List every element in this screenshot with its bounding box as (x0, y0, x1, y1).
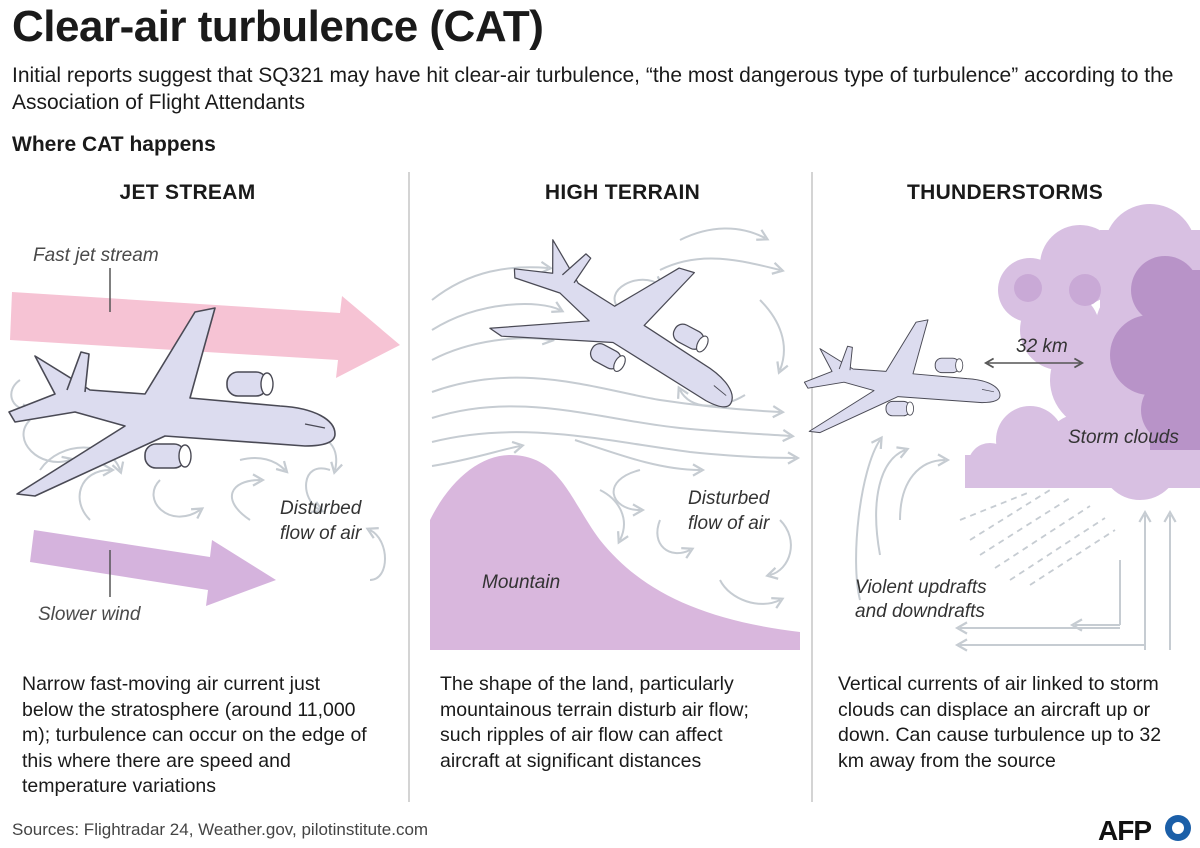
afp-logo: AFP (1098, 815, 1191, 844)
jet-stream-scene: Fast jet stream Disturbed flow of air Sl… (8, 245, 400, 625)
label-flow-of-air: flow of air (688, 513, 770, 534)
disturbed-flow-lines (10, 379, 386, 581)
section-heading: Where CAT happens (12, 133, 216, 156)
sources-credit: Sources: Flightradar 24, Weather.gov, pi… (12, 820, 429, 839)
subtitle: Initial reports suggest that SQ321 may h… (12, 64, 1174, 114)
panel-description-high-terrain: The shape of the land, particularly moun… (440, 673, 749, 772)
rain-streaks (959, 489, 1116, 586)
page-title: Clear-air turbulence (CAT) (12, 2, 544, 51)
panel-title-thunderstorms: THUNDERSTORMS (906, 181, 1104, 204)
slower-wind-arrow (30, 530, 276, 606)
label-fast-jet-stream: Fast jet stream (33, 245, 159, 266)
afp-logo-text: AFP (1098, 815, 1151, 844)
updraft-arrows (855, 435, 1177, 652)
label-disturbed: Disturbed (280, 498, 363, 519)
label-mountain: Mountain (482, 572, 560, 593)
label-violent-updrafts: Violent updrafts (855, 577, 987, 598)
mountain-shape (430, 455, 800, 650)
high-terrain-scene: Mountain Disturbed flow of air (430, 196, 801, 650)
label-disturbed: Disturbed (688, 488, 771, 509)
panel-divider (811, 172, 813, 802)
label-slower-wind: Slower wind (38, 604, 142, 625)
panel-description-thunderstorms: Vertical currents of air linked to storm… (838, 673, 1162, 772)
label-storm-clouds: Storm clouds (1068, 427, 1179, 448)
label-and-downdrafts: and downdrafts (855, 601, 985, 622)
panel-title-jet-stream: JET STREAM (119, 181, 256, 204)
label-flow-of-air: flow of air (280, 523, 362, 544)
panel-divider (408, 172, 410, 802)
thunderstorms-scene: 32 km Storm clouds Violent updrafts and … (803, 204, 1200, 652)
panel-title-high-terrain: HIGH TERRAIN (544, 181, 701, 204)
storm-cloud-core (1014, 256, 1200, 450)
label-distance: 32 km (1016, 336, 1068, 357)
airplane-icon (803, 319, 1001, 434)
panel-description-jet-stream: Narrow fast-moving air current just belo… (22, 673, 367, 797)
